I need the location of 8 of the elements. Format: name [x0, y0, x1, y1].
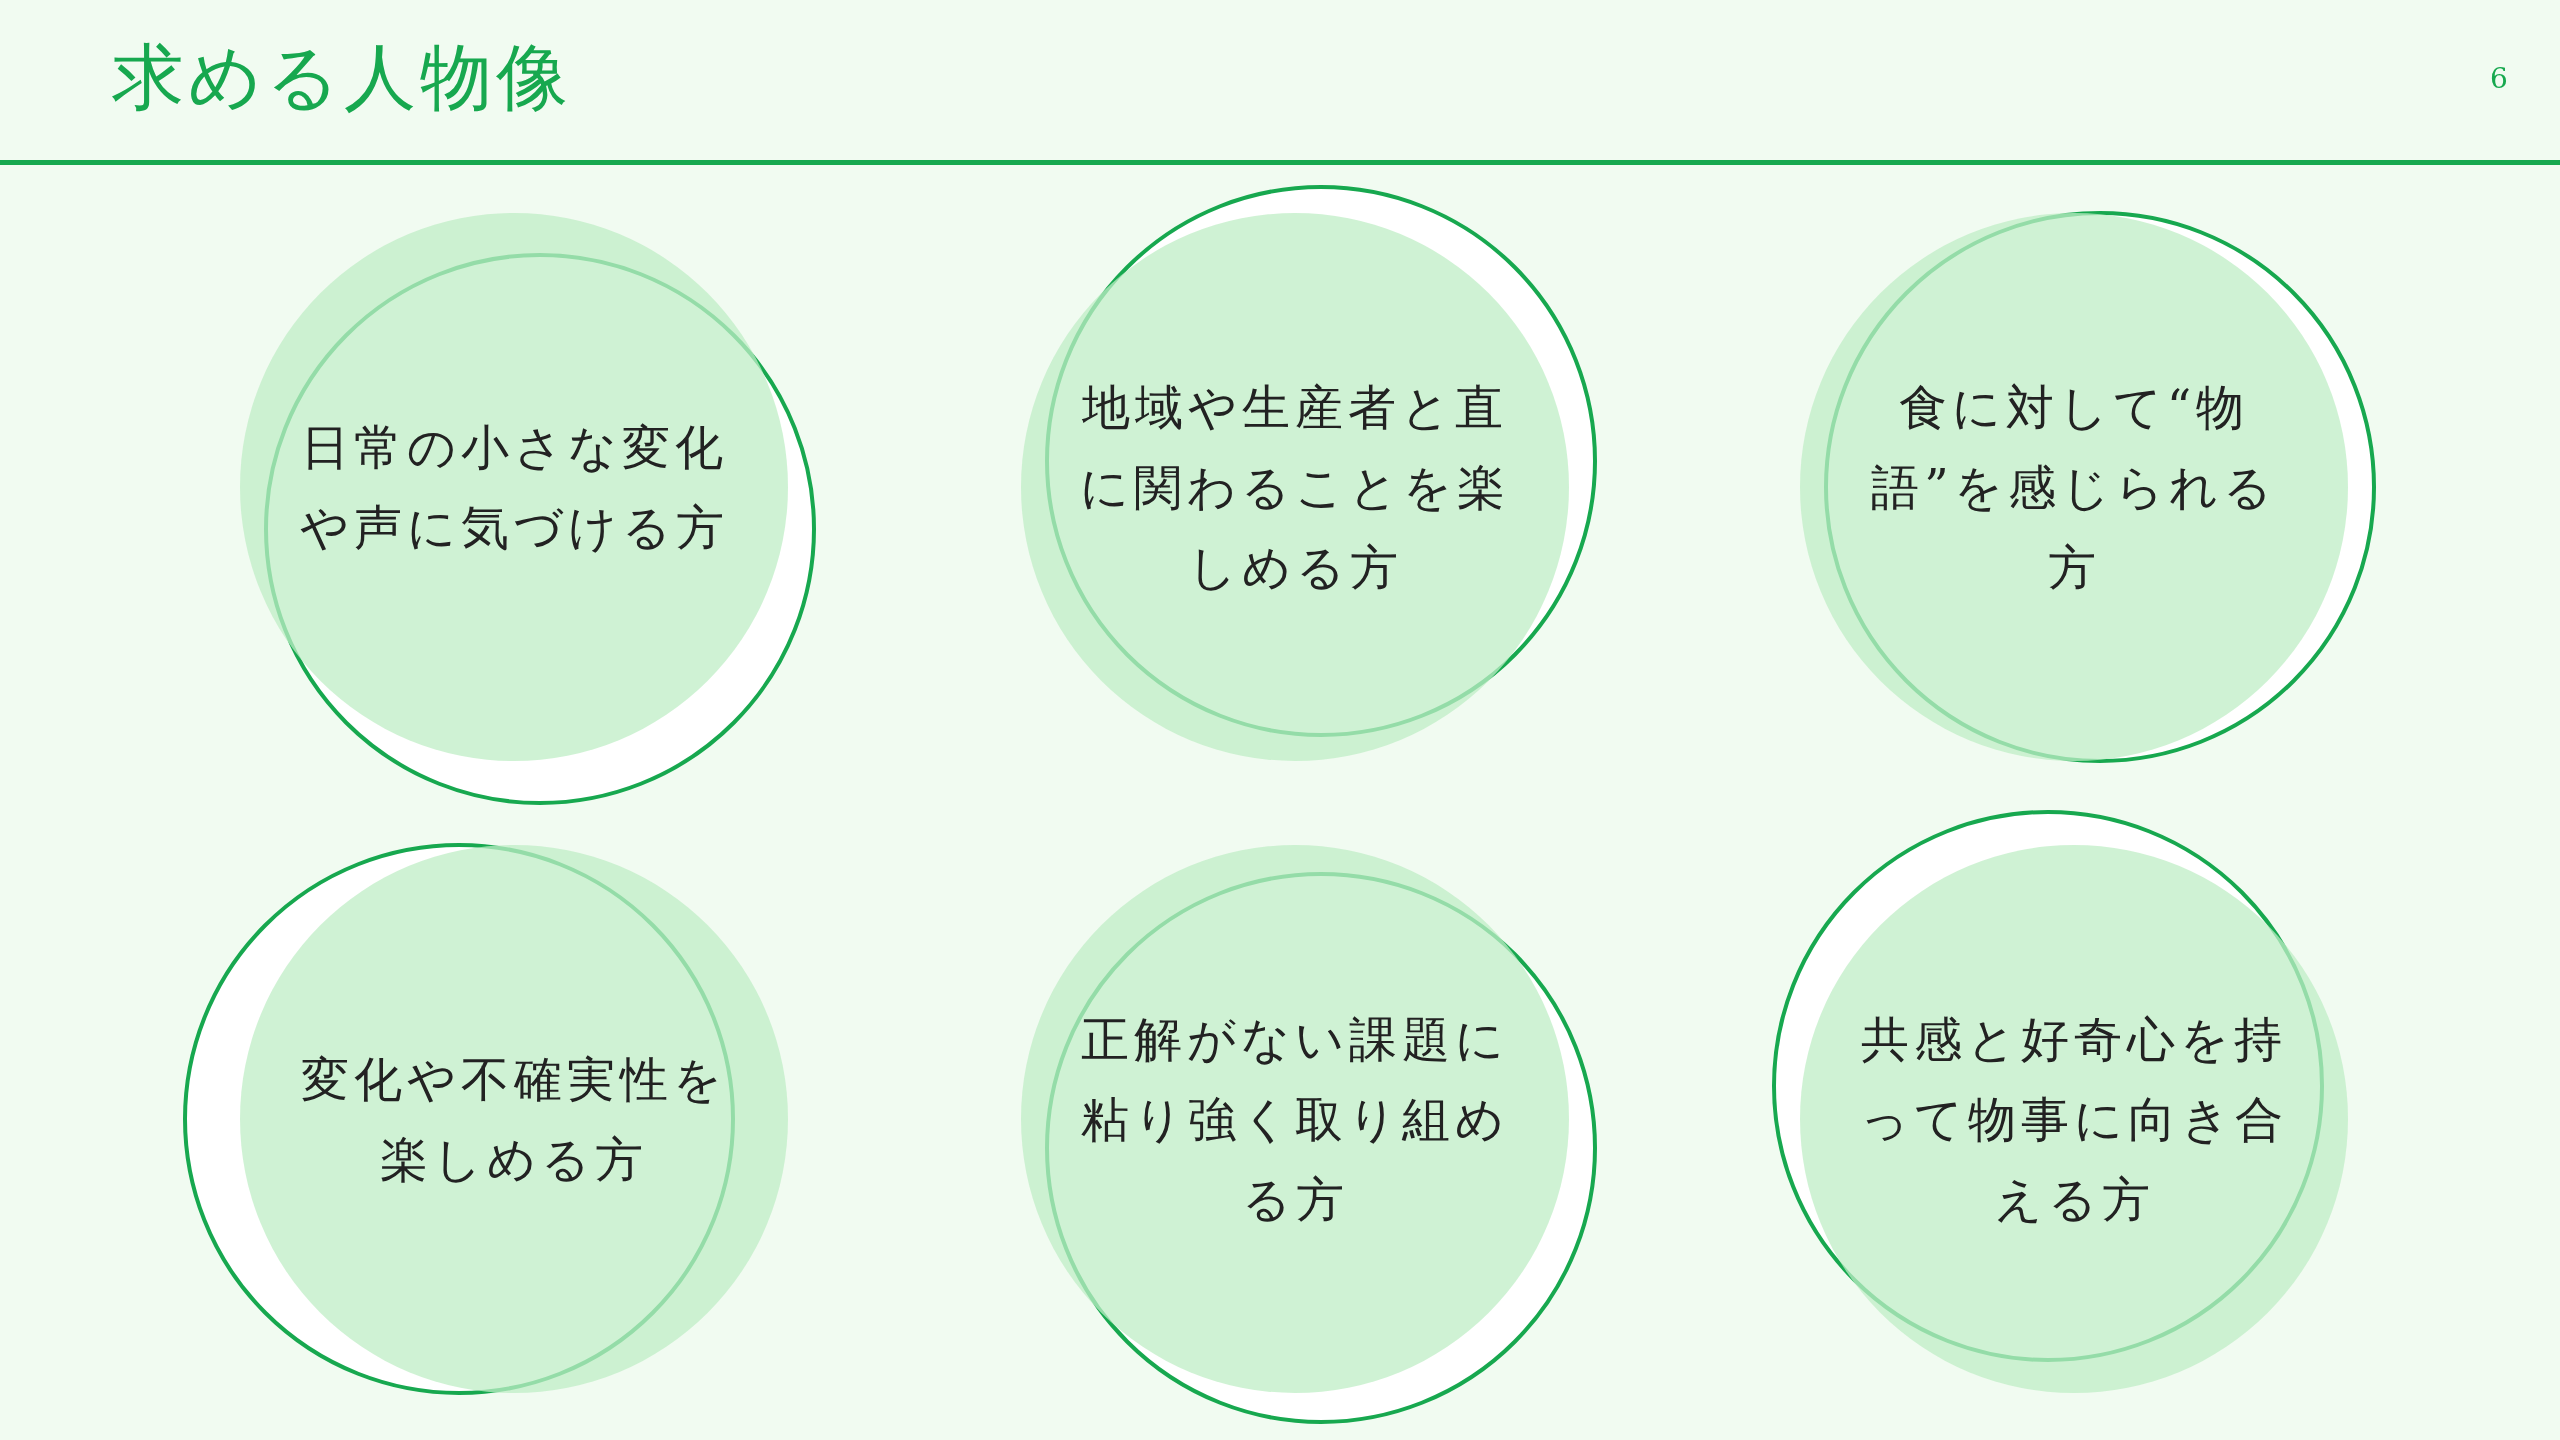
trait-text: 地域や生産者と直に関わることを楽しめる方: [1079, 378, 1511, 597]
slide-title: 求める人物像: [112, 34, 572, 121]
page-number: 6: [2490, 62, 2508, 95]
trait-text: 日常の小さな変化や声に気づける方: [298, 418, 730, 557]
trait-text: 食に対して“物語”を感じられる方: [1870, 378, 2278, 597]
trait-text: 変化や不確実性を楽しめる方: [300, 1050, 728, 1189]
trait-text: 正解がない課題に粘り強く取り組める方: [1080, 1010, 1510, 1229]
trait-text: 共感と好奇心を持って物事に向き合える方: [1859, 1010, 2289, 1229]
